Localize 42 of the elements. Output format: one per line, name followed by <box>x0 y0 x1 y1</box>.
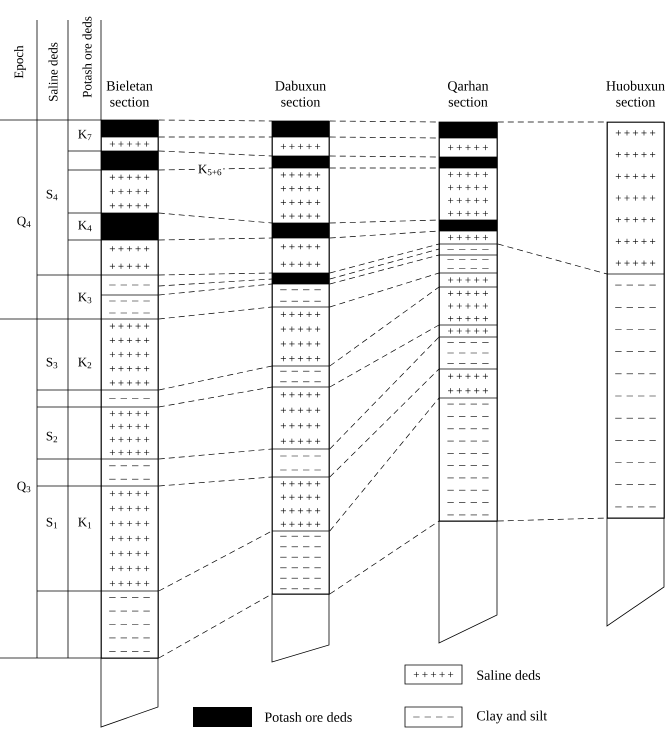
epoch-label: Q$_{4}$ <box>17 216 31 228</box>
correlation-line <box>158 272 272 276</box>
section-heading: Huobuxun section <box>606 80 665 107</box>
correlation-line <box>329 368 440 478</box>
epoch-label: Q$_{3}$ <box>17 482 30 492</box>
correlation-line <box>158 278 272 286</box>
correlation-line <box>158 120 272 122</box>
section-heading: Bieletan section <box>106 80 153 107</box>
correlation-line <box>329 398 440 532</box>
correlation-line <box>158 284 272 296</box>
correlation-line <box>158 136 272 138</box>
correlation-line <box>158 306 272 320</box>
legend-label: Potash ore deds <box>264 712 352 722</box>
unit-label: S$_{1}$ <box>46 518 58 528</box>
section-heading: Qarhan section <box>448 80 488 107</box>
correlation-line <box>329 286 440 366</box>
correlation-line <box>329 272 440 308</box>
correlation-line <box>158 386 272 408</box>
correlation-line <box>497 244 608 274</box>
layer-label: K$_{5+6}$ <box>196 164 224 176</box>
unit-label: S$_{4}$ <box>46 190 58 200</box>
table-header: Potash ore deds <box>82 16 92 98</box>
correlation-line <box>158 150 272 156</box>
legend-label: Clay and silt <box>476 710 548 724</box>
correlation-line <box>329 248 440 280</box>
table-header: Epoch <box>14 46 26 78</box>
correlation-line <box>329 336 440 450</box>
unit-label: S$_{3}$ <box>46 358 58 368</box>
correlation-line <box>158 238 272 240</box>
correlation-line <box>158 476 272 486</box>
correlation-line <box>329 324 440 388</box>
correlation-line <box>158 366 272 390</box>
section-heading: Dabuxun section <box>275 80 326 107</box>
correlation-line <box>158 448 272 460</box>
legend-label: Saline deds <box>477 670 540 680</box>
unit-label: S$_{2}$ <box>46 432 58 442</box>
correlation-line <box>158 530 272 592</box>
correlation-line <box>329 520 440 594</box>
correlation-line <box>158 212 272 224</box>
table-header: Saline deds <box>48 42 58 101</box>
correlation-line <box>329 244 440 274</box>
correlation-line <box>329 254 440 284</box>
